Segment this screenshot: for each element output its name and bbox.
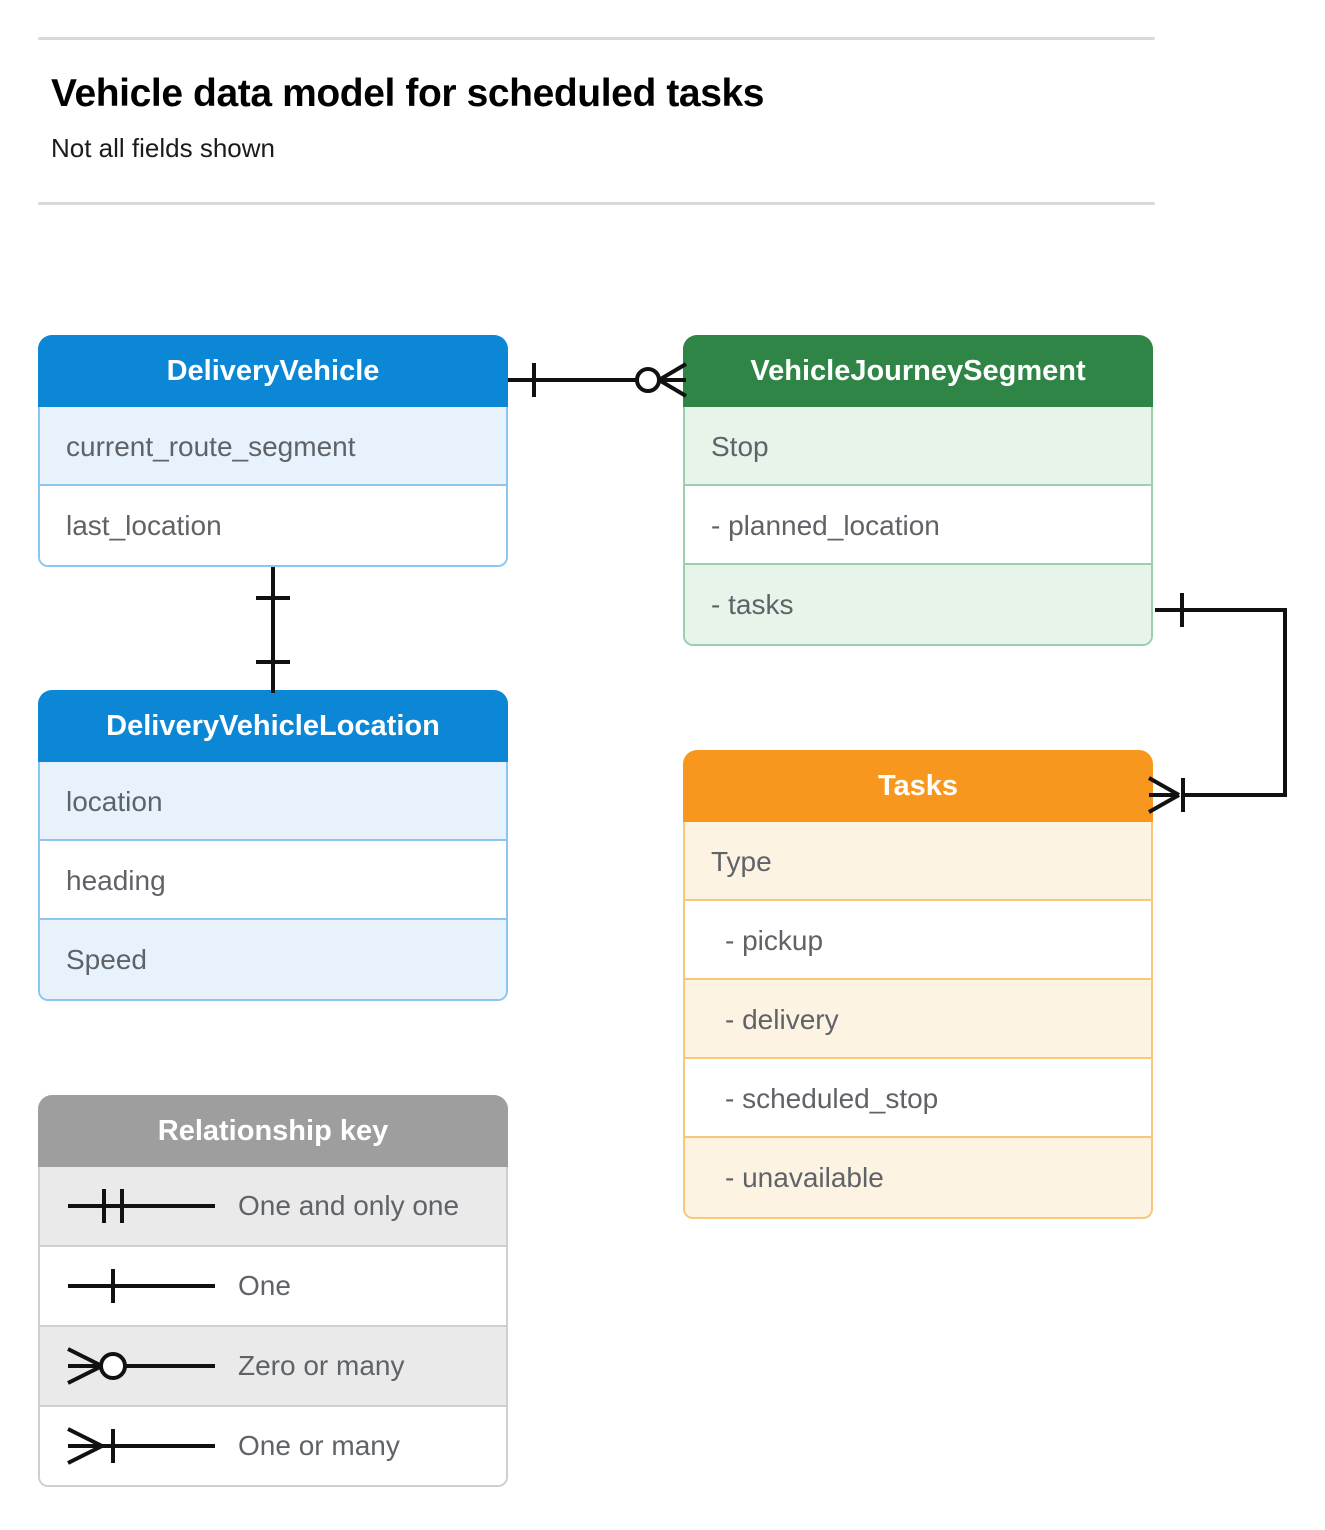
- legend-relationship-key[interactable]: Relationship key One and only one: [38, 1095, 508, 1487]
- entity-field: Type: [685, 822, 1151, 901]
- entity-field: - planned_location: [685, 486, 1151, 565]
- legend-label: One: [238, 1270, 291, 1301]
- legend-label: One and only one: [238, 1190, 460, 1221]
- legend-row: One or many: [40, 1407, 506, 1485]
- entity-field: heading: [40, 841, 506, 920]
- one-icon: [60, 1247, 230, 1325]
- entity-tasks[interactable]: Tasks Type - pickup - delivery - schedul…: [683, 750, 1153, 1219]
- entity-title-tasks: Tasks: [683, 750, 1153, 822]
- legend-row: One and only one: [40, 1167, 506, 1247]
- entity-title-delivery-vehicle: DeliveryVehicle: [38, 335, 508, 407]
- entity-field: - delivery: [685, 980, 1151, 1059]
- legend-rows: One and only one One: [38, 1167, 508, 1487]
- zero-or-many-icon: [60, 1327, 230, 1405]
- entity-field: Speed: [40, 920, 506, 999]
- legend-label: One or many: [238, 1430, 400, 1461]
- legend-row: One: [40, 1247, 506, 1327]
- entity-field: - tasks: [685, 565, 1151, 644]
- entity-field: last_location: [40, 486, 506, 565]
- entity-fields-vehicle-journey-segment: Stop - planned_location - tasks: [683, 407, 1153, 646]
- entity-delivery-vehicle-location[interactable]: DeliveryVehicleLocation location heading…: [38, 690, 508, 1001]
- page-subtitle: Not all fields shown: [51, 133, 275, 163]
- relationship-dv-to-vjs: [508, 362, 688, 398]
- entity-vehicle-journey-segment[interactable]: VehicleJourneySegment Stop - planned_loc…: [683, 335, 1153, 646]
- entity-title-vehicle-journey-segment: VehicleJourneySegment: [683, 335, 1153, 407]
- one-and-only-one-icon: [60, 1167, 230, 1245]
- entity-field: - scheduled_stop: [685, 1059, 1151, 1138]
- header-rule-bottom: [38, 202, 1155, 205]
- entity-field: - pickup: [685, 901, 1151, 980]
- header-rule-top: [38, 37, 1155, 40]
- entity-field: location: [40, 762, 506, 841]
- entity-field: - unavailable: [685, 1138, 1151, 1217]
- legend-row: Zero or many: [40, 1327, 506, 1407]
- relationship-dv-to-dvl: [256, 567, 290, 693]
- entity-field: current_route_segment: [40, 407, 506, 486]
- entity-fields-delivery-vehicle-location: location heading Speed: [38, 762, 508, 1001]
- one-or-many-icon: [60, 1407, 230, 1485]
- legend-title: Relationship key: [38, 1095, 508, 1167]
- entity-field: Stop: [685, 407, 1151, 486]
- entity-fields-tasks: Type - pickup - delivery - scheduled_sto…: [683, 822, 1153, 1219]
- entity-title-delivery-vehicle-location: DeliveryVehicleLocation: [38, 690, 508, 762]
- page-title: Vehicle data model for scheduled tasks: [51, 72, 765, 115]
- entity-delivery-vehicle[interactable]: DeliveryVehicle current_route_segment la…: [38, 335, 508, 567]
- relationship-vjs-tasks-to-tasks: [1148, 593, 1287, 814]
- legend-label: Zero or many: [238, 1350, 405, 1381]
- entity-fields-delivery-vehicle: current_route_segment last_location: [38, 407, 508, 567]
